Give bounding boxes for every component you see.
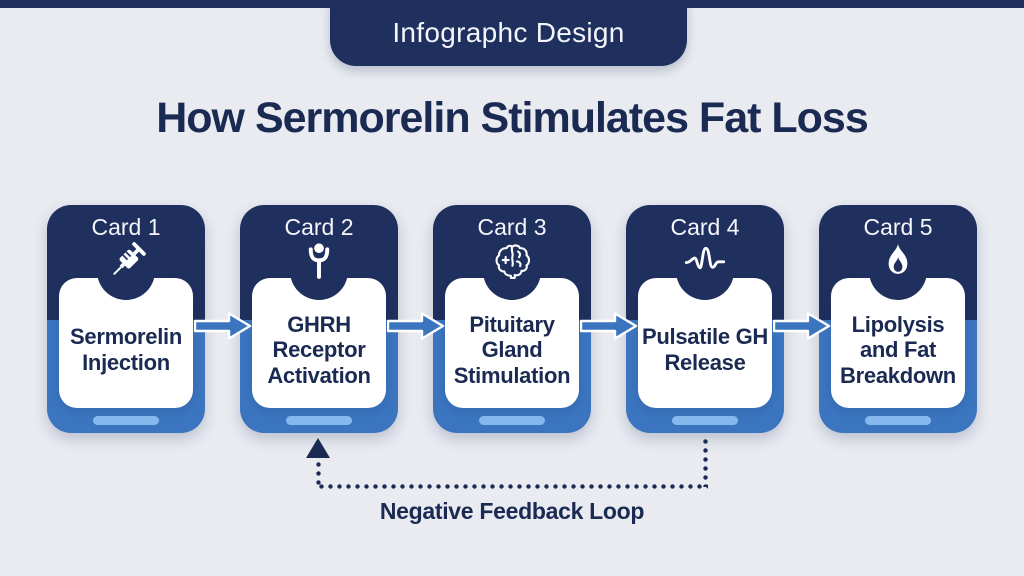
flame-icon (876, 240, 920, 284)
home-indicator-bar (479, 416, 545, 425)
card-body: Pulsatile GH Release (638, 242, 772, 408)
card-label: Card 3 (477, 214, 547, 240)
brain-icon (490, 240, 534, 284)
page-title: How Sermorelin Stimulates Fat Loss (156, 94, 869, 142)
flow-card: Card 1 Sermorelin Injection (47, 205, 205, 433)
card-label: Card 2 (284, 214, 354, 240)
card-body: Sermorelin Injection (59, 242, 193, 408)
flow-arrow-icon (387, 311, 445, 341)
card-title: Lipolysis and Fat Breakdown (840, 311, 956, 388)
card-label: Card 1 (91, 214, 161, 240)
feedback-loop-label: Negative Feedback Loop (379, 498, 645, 524)
card-body: GHRH Receptor Activation (252, 242, 386, 408)
syringe-icon (104, 240, 148, 284)
flow-card: Card 2 GHRH Receptor Activation (240, 205, 398, 433)
feedback-loop-line-right (703, 437, 708, 487)
home-indicator-bar (865, 416, 931, 425)
banner-tab: Infographc Design (330, 0, 687, 66)
feedback-loop-line-bottom (317, 484, 708, 489)
banner-title: Infographc Design (392, 17, 625, 48)
home-indicator-bar (672, 416, 738, 425)
card-label: Card 5 (863, 214, 933, 240)
card-label: Card 4 (670, 214, 740, 240)
feedback-loop-line-left (316, 460, 321, 488)
flow-card: Card 5 Lipolysis and Fat Breakdown (819, 205, 977, 433)
flow-card: Card 3 Pituitary Gland Stimulation (433, 205, 591, 433)
flow-arrow-icon (580, 311, 638, 341)
flow-card: Card 4 Pulsatile GH Release (626, 205, 784, 433)
pulse-wave-icon (683, 240, 727, 284)
flow-arrow-icon (773, 311, 831, 341)
card-body: Lipolysis and Fat Breakdown (831, 242, 965, 408)
home-indicator-bar (286, 416, 352, 425)
feedback-arrowhead-icon (306, 438, 330, 458)
cards-row: Card 1 Sermorelin Injection Card 2 GHRH … (0, 205, 1024, 433)
flow-arrow-icon (194, 311, 252, 341)
card-notch (97, 242, 155, 300)
card-title: GHRH Receptor Activation (267, 311, 371, 388)
card-title: Sermorelin Injection (70, 324, 182, 375)
card-body: Pituitary Gland Stimulation (445, 242, 579, 408)
person-arms-up-icon (297, 240, 341, 284)
card-title: Pulsatile GH Release (642, 324, 768, 375)
home-indicator-bar (93, 416, 159, 425)
card-title: Pituitary Gland Stimulation (453, 311, 571, 388)
